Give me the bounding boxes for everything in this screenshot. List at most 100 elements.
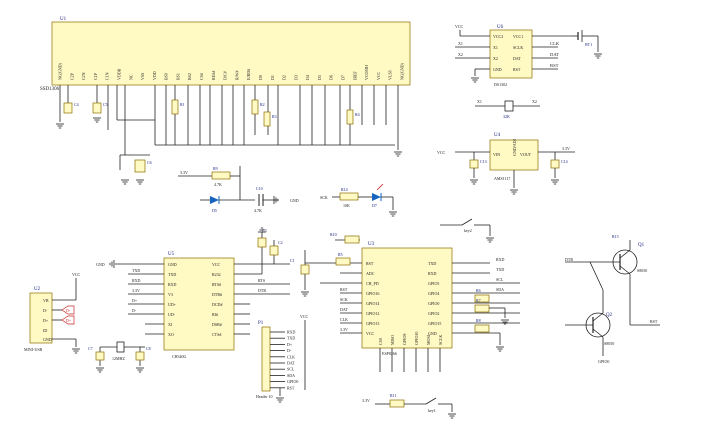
cap-c13 xyxy=(469,159,479,169)
u5-left-pin: UD- xyxy=(168,312,176,317)
u5-left-pin: RXD xyxy=(168,282,177,287)
res-r4-ref: R4 xyxy=(355,112,360,117)
u6-pin-r2: SCLK xyxy=(513,45,523,50)
header-vcc-label: VCC xyxy=(300,314,309,319)
header-ref: P1 xyxy=(258,321,264,326)
u6-pin-r3: DAT xyxy=(513,56,521,61)
u3-left-pin: RST xyxy=(366,261,374,266)
u1-pin-label: RES# xyxy=(211,71,216,80)
u4-body xyxy=(489,139,539,171)
y1-body xyxy=(504,100,514,112)
res-r14-ref: R14 xyxy=(341,187,348,192)
u1-body xyxy=(51,21,411,86)
u5-right-pin: RI# xyxy=(212,312,218,317)
cap-c14 xyxy=(550,159,560,169)
u1-pin-label: NC(GND) xyxy=(400,62,405,80)
res-r2-ref: R2 xyxy=(260,102,265,107)
header-pin-net: D- xyxy=(287,348,292,353)
u4-pin-vout: VOUT xyxy=(520,152,532,157)
bt1-ref: BT1 xyxy=(585,42,592,47)
auto-reset-circuit[interactable]: Q1 S8050 R15 DTR Q2 S8050 GPIO0 RST xyxy=(565,234,660,364)
res-r9-ref: R9 xyxy=(213,166,218,171)
u3-bottom-pin: GPIO10 xyxy=(414,332,419,345)
u5-right-pin: VCC xyxy=(212,262,221,267)
u6-dat-net: DAT xyxy=(550,52,559,57)
u3-left-pin: GPIO16 xyxy=(366,291,379,296)
q-gpio0-net: GPIO0 xyxy=(598,359,609,364)
u6-pin-r1: VCC1 xyxy=(513,34,523,39)
cap-c8 xyxy=(135,351,145,361)
key1-switch[interactable]: 3.3V R11 key1 xyxy=(362,393,457,419)
u5-right-pin: CTS# xyxy=(212,332,221,337)
usb-pin-vb: VB xyxy=(43,298,49,303)
u4-wires: VCC C13 3.3V C14 xyxy=(437,146,575,195)
u6-pin-l3: X2 xyxy=(493,56,498,61)
u3-right-pin: TXD xyxy=(428,261,436,266)
u3-right-pin: RXD xyxy=(428,271,437,276)
res-r1 xyxy=(171,99,179,115)
u5-left-pin: GND xyxy=(168,262,177,267)
usb-vcc-label: VCC xyxy=(72,272,81,277)
u3-right-net: SDA xyxy=(496,287,504,292)
u5-right-pin: DCD# xyxy=(212,302,222,307)
key2-switch[interactable]: key2 xyxy=(440,218,495,243)
u3-bottom-pin: CS0 xyxy=(378,338,383,345)
u5-right-pin: R232 xyxy=(212,272,221,277)
header-p1[interactable]: P1 Header 10 RXDTXDD+D-CLKDATSCLSDAGPIO0… xyxy=(256,314,309,403)
usb-pin-dp: D+ xyxy=(43,318,49,323)
u3-right-net: RXD xyxy=(496,257,505,262)
header-pin-net: GPIO0 xyxy=(287,379,298,384)
res-r9-val: 4.7K xyxy=(214,182,222,187)
u1-pin-label: VCOMH xyxy=(364,65,369,80)
u1-pin-label: D0 xyxy=(258,75,263,80)
led-sck-net: SCK xyxy=(320,195,328,200)
y1-pin-x1: X1 xyxy=(477,99,482,104)
u1-pin-label: CS# xyxy=(199,73,204,80)
cap-c4 xyxy=(63,102,73,114)
q2-ref: Q2 xyxy=(606,313,613,318)
usb-pin-id: ID xyxy=(43,328,47,333)
u6-pin-l2: X1 xyxy=(493,45,498,50)
u4-ref: U4 xyxy=(494,133,501,138)
header-pin-net: RST xyxy=(287,385,295,390)
diode-d7-ref: D7 xyxy=(372,203,377,208)
cap-c2 xyxy=(269,245,279,256)
u6-part: DS1302 xyxy=(494,82,507,87)
u3-esp8266[interactable]: U3 ESP8266 RSTADCCH_PDGPIO16GPIO14GPIO12… xyxy=(361,242,453,356)
res-r7 xyxy=(474,304,490,313)
y2-crystal[interactable]: 12MHZ C7 C8 xyxy=(88,341,151,373)
u1-bus-wires xyxy=(59,85,399,170)
u1-resistors: R1 R2 R3 R4 xyxy=(171,99,360,127)
diode-d7 xyxy=(372,193,381,201)
cap-c10-val: 4.7K xyxy=(254,208,262,213)
cap-c10-ref: C10 xyxy=(256,186,263,191)
cap-c6 xyxy=(134,159,146,173)
y1-crystal[interactable]: X1 X2 32K xyxy=(475,99,540,119)
u6-ds1302[interactable]: U6 DS1302 VCC2 X1 X2 GND VCC1 SCLK DAT R… xyxy=(489,25,533,87)
u5-left-net: RXD xyxy=(132,278,141,283)
res-r1-ref: R1 xyxy=(180,102,185,107)
u6-x1-net: X1 xyxy=(458,41,463,46)
cap-c1-ref: C1 xyxy=(290,258,295,263)
u1-pin-label: C1N xyxy=(105,72,110,80)
u4-ams1117[interactable]: U4 AMS1117 VIN GND/ADJ VOUT xyxy=(489,133,539,181)
q1-ref: Q1 xyxy=(638,243,645,248)
u6-vcc-label: VCC xyxy=(455,24,464,29)
u3-bottom-pin: SCLK xyxy=(438,335,443,345)
u6-clk-net: CLK xyxy=(550,41,560,46)
res-r5-ref: R5 xyxy=(338,252,343,257)
u1-pin-label: D4 xyxy=(305,75,310,80)
u3-left-pin: GPIO12 xyxy=(366,311,379,316)
y1-pin-x2: X2 xyxy=(532,99,537,104)
u5-right-pin: DSR# xyxy=(212,322,222,327)
u1-pin-label: NC xyxy=(128,74,133,80)
u3-right-pin: GPIO4 xyxy=(428,291,439,296)
usb-connector[interactable]: U2 MINI-USB VB D- D+ ID GND VCC D- D+ xyxy=(24,272,81,354)
u1-pin-label: C1P xyxy=(93,72,98,80)
